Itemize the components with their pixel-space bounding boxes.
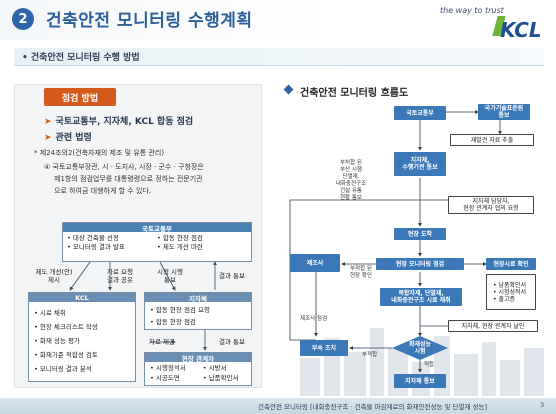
site-staff-item: • 납품확인서: [202, 374, 239, 382]
site-staff-item: • 시행정석서: [150, 364, 186, 372]
flow-manufacturer-check: 제조사 점검: [300, 316, 328, 322]
flow-node-local-visit: 지자체, 현장 관계자 날인: [448, 320, 538, 332]
footer-text: 건축안전 모니터링 [내화충전구조 · 건축물 마감재료의 화재안전성능 및 단…: [258, 403, 488, 411]
site-staff-item: • 시공도면: [150, 374, 180, 382]
molit-item: • 합동 현장 점검: [157, 234, 203, 242]
flow-pass-label: 적합: [424, 362, 435, 368]
flow-title: 건축안전 모니터링 흐름도: [300, 88, 409, 99]
law-body-line1: ④ 국토교통부장관, 시 · 도지사, 시장 · 군수 · 구청장은: [44, 163, 204, 171]
bullet-related-law: ➤관련 법령: [44, 133, 92, 143]
flow-node-retry: 재발견 자료 추출: [450, 134, 534, 146]
site-staff-header: 현장 관계자: [145, 353, 251, 363]
local-gov-item: • 합동 현장 점검 요청: [150, 306, 210, 314]
law-title: * 제24조의2(건축자재의 제조 및 유통 관리): [34, 149, 165, 157]
flow-maker-note: 부적합 된 현장 확인: [350, 266, 372, 279]
kcl-box: KCL • 시료 채취 • 현장 체크리스트 작성 • 화재 성능 평가 • 화…: [28, 292, 136, 382]
local-gov-box: 지자체 • 합동 현장 점검 요청 • 합동 현장 점검: [144, 292, 252, 330]
kcl-item: • 모니터링 결과 분석: [34, 365, 92, 373]
flow-node-maker: 제조사: [290, 254, 340, 272]
molit-item: • 모니터링 결과 발표: [67, 243, 125, 251]
kcl-item: • 화재기준 적합성 검토: [34, 351, 98, 359]
site-staff-box: 현장 관계자 • 시행정석서 • 시공도면 • 시방서 • 납품확인서: [144, 352, 252, 386]
arrow-right-icon: ➤: [44, 133, 52, 143]
flow-sample-items: • 납품확인서 • 시험성적서 • 출고증: [486, 274, 536, 310]
flow-notes-left: 부처합 된 부산 시행 단열재, 내화충전구조 건설 유통 현황 통보: [335, 160, 367, 201]
kcl-item: • 현장 체크리스트 작성: [34, 323, 98, 331]
flow-node-sampling: 복합자재, 단열재, 내화충전구조 시료 채취: [380, 288, 462, 306]
molit-header: 국토교통부: [63, 223, 251, 233]
molit-item: • 제도 개선 마련: [157, 243, 203, 251]
flow-node-final-notice: 지자체 통보: [394, 374, 446, 388]
inspection-method-tag: 점검 방법: [44, 88, 116, 106]
footer-bar: [0, 398, 556, 414]
slide-number-badge: 2: [12, 8, 34, 30]
tagline: the way to trust: [440, 6, 504, 15]
label-submit: 자료 제공: [149, 338, 175, 346]
label-request: 자료 요청 결과 공유: [107, 268, 133, 284]
label-notify-1: 결과 통보: [219, 272, 245, 280]
flow-node-local-notice: 지자체, 수행기관 통보: [394, 152, 446, 176]
sample-item: • 출고증: [493, 295, 516, 303]
flow-node-performance: 화재성능 시험: [408, 341, 432, 355]
label-notify-2: 결과 통보: [219, 338, 245, 346]
molit-box: 국토교통부 • 대상 건축물 선정 • 모니터링 결과 발표 • 합동 현장 점…: [62, 222, 252, 262]
flow-node-measure: 부속 조치: [300, 340, 348, 356]
bullet-joint-inspection: ➤국토교통부, 지자체, KCL 합동 점검: [44, 117, 194, 127]
kcl-header: KCL: [29, 293, 135, 302]
subheader-bar: [14, 48, 544, 66]
law-body-line2: 제1항의 점검업무를 대통령령으로 정하는 전문기관: [54, 175, 203, 183]
slide-title: 건축안전 모니터링 수행계획: [46, 11, 253, 31]
flow-node-molit: 국토교통부: [394, 106, 446, 120]
arrow-right-icon: ➤: [44, 117, 52, 127]
sample-item: • 납품확인서: [493, 281, 527, 289]
flow-node-sample-request: 현장시료 확인: [486, 258, 536, 270]
flow-node-site-check: 현장 모니터링 점검: [376, 258, 464, 270]
molit-item: • 대상 건축물 선정: [67, 234, 119, 242]
kcl-logo: KCL: [500, 18, 542, 42]
label-reform: 제도 개선(안) 제시: [35, 268, 73, 284]
sample-item: • 시험성적서: [493, 288, 527, 296]
page-number: 3: [540, 401, 545, 409]
title-bar: [0, 0, 556, 40]
law-body-line3: 으로 하여금 대행하게 할 수 있다.: [54, 187, 152, 195]
kcl-item: • 화재 성능 평가: [34, 337, 80, 345]
kcl-item: • 시료 채취: [34, 309, 66, 317]
flow-node-local-manager: 지자체 담당자, 현장 관계자 협의 요청: [448, 196, 534, 214]
site-staff-item: • 시방서: [202, 364, 227, 372]
flow-fail-label: 부적합: [362, 352, 378, 358]
subheader-title: • 건축안전 모니터링 수행 방법: [22, 53, 140, 63]
flow-node-site-arrival: 현장 도착: [394, 228, 446, 240]
flow-node-kistep: 국가기술표준원 통보: [478, 104, 530, 120]
local-gov-item: • 합동 현장 점검: [150, 318, 196, 326]
local-gov-header: 지자체: [145, 293, 251, 303]
